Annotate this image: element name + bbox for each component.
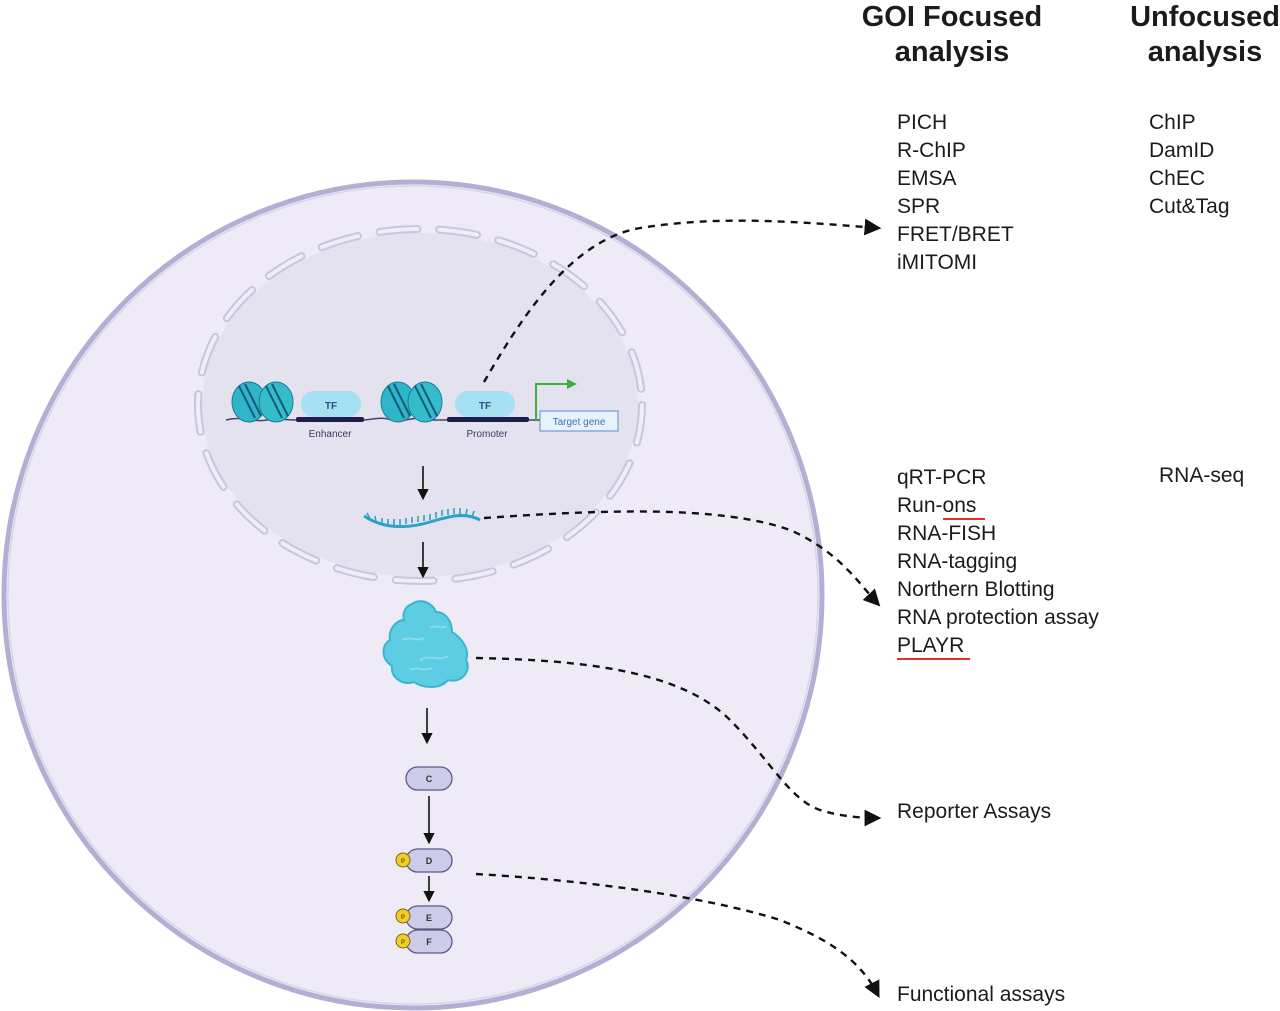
focused-header: GOI Focused analysis bbox=[861, 1, 1043, 68]
method-item: ChIP bbox=[1149, 111, 1196, 134]
tf-promoter: TF bbox=[455, 391, 515, 417]
method-item: R-ChIP bbox=[897, 139, 966, 162]
method-item: RNA protection assay bbox=[897, 606, 1099, 629]
method-item: Run-ons bbox=[897, 494, 977, 517]
binding-unfocused-list: ChIP DamID ChEC Cut&Tag bbox=[1149, 109, 1230, 221]
method-item: SPR bbox=[897, 195, 941, 218]
mrna-icon bbox=[363, 508, 481, 529]
transcription-focused-list: qRT-PCR Run-ons RNA-FISH RNA-tagging Nor… bbox=[897, 464, 1099, 660]
method-item: ChEC bbox=[1149, 167, 1206, 190]
signaling-node-f: F P bbox=[395, 929, 453, 954]
promoter-region bbox=[447, 417, 529, 422]
method-item: EMSA bbox=[897, 167, 957, 190]
phospho-icon bbox=[395, 933, 411, 949]
method-item: RNA-seq bbox=[1159, 464, 1245, 487]
svg-text:P: P bbox=[401, 915, 405, 921]
protein-connector bbox=[475, 656, 882, 827]
tf-enhancer: TF bbox=[301, 391, 361, 417]
signaling-node-e: E P bbox=[395, 905, 453, 930]
binding-connector bbox=[482, 218, 882, 383]
method-item: DamID bbox=[1149, 139, 1215, 162]
method-item: RNA-FISH bbox=[897, 522, 997, 545]
binding-focused-list: PICH R-ChIP EMSA SPR FRET/BRET iMITOMI bbox=[897, 109, 1014, 277]
transcription-connector bbox=[483, 510, 881, 607]
promoter-label: Promoter bbox=[466, 429, 508, 440]
svg-text:D: D bbox=[426, 856, 433, 866]
method-item: PICH bbox=[897, 111, 948, 134]
target-gene-box: Target gene bbox=[539, 410, 619, 432]
phospho-icon bbox=[395, 852, 411, 868]
svg-text:E: E bbox=[426, 913, 432, 923]
tf-label: TF bbox=[479, 401, 491, 412]
functional-assays-label: Functional assays bbox=[897, 983, 1066, 1006]
signaling-node-d: D P bbox=[395, 848, 453, 873]
svg-text:C: C bbox=[426, 774, 433, 784]
unfocused-header: Unfocused analysis bbox=[1130, 1, 1280, 68]
enhancer-label: Enhancer bbox=[309, 429, 352, 440]
svg-text:P: P bbox=[401, 859, 405, 865]
method-item: Cut&Tag bbox=[1149, 195, 1230, 218]
signaling-node-c: C bbox=[405, 766, 453, 791]
nucleosome-pair-2 bbox=[380, 381, 443, 423]
svg-text:P: P bbox=[401, 940, 405, 946]
tss-arrow-icon bbox=[535, 379, 577, 420]
enhancer-region bbox=[296, 417, 364, 422]
transcription-unfocused-list: RNA-seq bbox=[1159, 462, 1244, 490]
method-item: iMITOMI bbox=[897, 251, 978, 274]
target-gene-label: Target gene bbox=[553, 417, 606, 428]
red-underline-run-ons bbox=[943, 518, 985, 520]
svg-text:F: F bbox=[426, 937, 432, 947]
phospho-icon bbox=[395, 908, 411, 924]
method-item: Northern Blotting bbox=[897, 578, 1055, 601]
reporter-assays-label: Reporter Assays bbox=[897, 800, 1052, 823]
method-item: RNA-tagging bbox=[897, 550, 1018, 573]
protein-icon bbox=[382, 600, 469, 688]
function-connector bbox=[475, 872, 880, 998]
tf-label: TF bbox=[325, 401, 337, 412]
red-underline-playr bbox=[897, 658, 970, 660]
method-item: FRET/BRET bbox=[897, 223, 1014, 246]
method-item: PLAYR bbox=[897, 634, 965, 657]
nucleosome-pair-1 bbox=[231, 381, 294, 423]
method-item: qRT-PCR bbox=[897, 466, 987, 489]
